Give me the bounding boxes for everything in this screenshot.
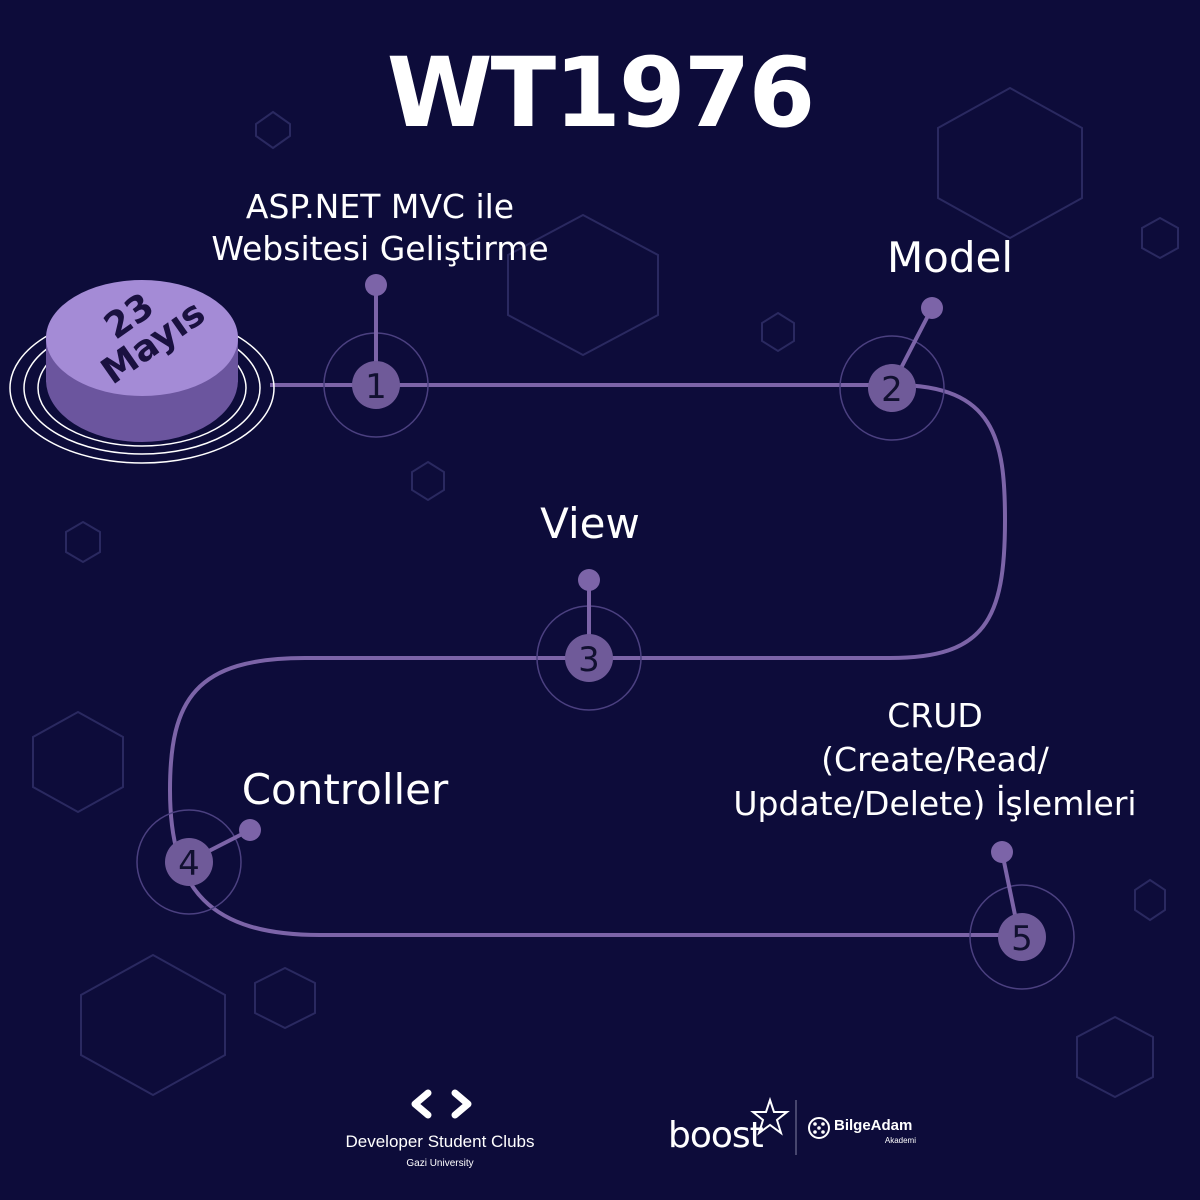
step-4-label: Controller <box>200 764 490 816</box>
step-1-label-line: Websitesi Geliştirme <box>211 229 549 268</box>
step-5-label-line: Update/Delete) İşlemleri <box>733 784 1137 823</box>
event-logo: WT1976 <box>386 37 816 149</box>
step-2-label: Model <box>840 232 1060 284</box>
step-4-number: 4 <box>178 844 200 884</box>
step-1-label: ASP.NET MVC ile Websitesi Geliştirme <box>160 186 600 270</box>
step-3-label-line: View <box>540 499 640 548</box>
background-hexagons <box>32 86 1179 1099</box>
step-2-label-line: Model <box>886 233 1014 282</box>
step-1-label-line: ASP.NET MVC ile <box>245 187 515 226</box>
boost-logo: boost <box>668 1115 764 1156</box>
step-node-2: 2 <box>839 297 945 441</box>
step-node-5: 5 <box>969 841 1075 990</box>
step-1-number: 1 <box>365 367 387 407</box>
bilgeadam-logo-icon <box>808 1117 830 1139</box>
boost-star-icon <box>750 1096 790 1136</box>
dsc-university: Gazi University <box>406 1158 474 1169</box>
step-node-1: 1 <box>323 274 429 438</box>
step-5-label-line: CRUD <box>887 696 983 735</box>
date-badge: 23 Mayıs <box>9 280 275 464</box>
bilgeadam-sub: Akademi <box>884 1136 916 1145</box>
dsc-brackets-icon <box>411 1089 472 1119</box>
step-3-number: 3 <box>578 640 600 680</box>
step-5-label-line: (Create/Read/ <box>821 740 1049 779</box>
step-3-label: View <box>480 498 700 550</box>
step-5-label: CRUD (Create/Read/ Update/Delete) İşleml… <box>690 694 1180 826</box>
dsc-name: Developer Student Clubs <box>345 1132 535 1151</box>
step-node-3: 3 <box>536 569 642 711</box>
bilgeadam-name: BilgeAdam <box>834 1117 913 1134</box>
step-2-number: 2 <box>881 370 903 410</box>
step-node-4: 4 <box>136 809 261 915</box>
step-5-number: 5 <box>1011 919 1033 959</box>
step-4-label-line: Controller <box>241 765 449 814</box>
